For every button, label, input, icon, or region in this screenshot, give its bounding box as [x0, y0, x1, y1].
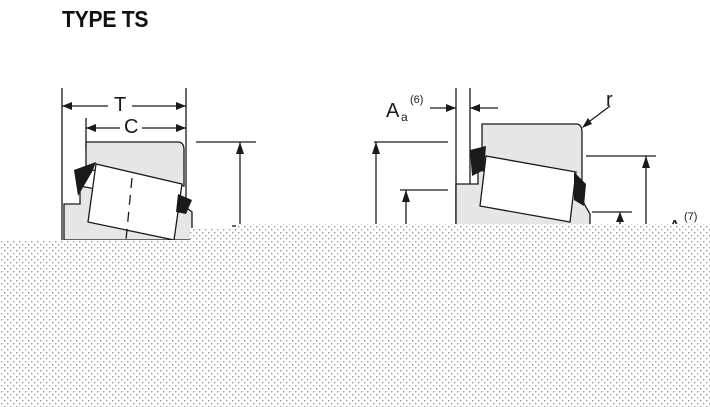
right-bearing-drawing [372, 88, 656, 241]
t-arrow-left [62, 102, 72, 110]
label-r: r [606, 89, 613, 111]
page-title: TYPE TS [62, 6, 149, 32]
t-arrow-right [176, 102, 186, 110]
c-arrow-right [176, 124, 186, 132]
right-cage-upper [470, 146, 486, 176]
label-Aa-note: (6) [410, 94, 423, 106]
left-bearing-drawing [61, 88, 256, 241]
label-Ab-note: (7) [684, 211, 697, 223]
label-C: C [124, 116, 138, 138]
shaft-arrow [402, 190, 410, 202]
label-Aa-subscript: a [401, 110, 408, 124]
r-arrow [582, 118, 592, 128]
left-cage-upper [74, 162, 96, 196]
aa-arrow-right [470, 104, 480, 112]
left-cage-lower [176, 194, 192, 214]
label-T: T [114, 94, 126, 116]
outer-arrow [642, 156, 650, 168]
ab-arrow [616, 212, 624, 222]
label-Aa: A [386, 100, 400, 122]
c-arrow-left [86, 124, 96, 132]
right-roller-shape [479, 155, 577, 223]
aa-arrow-left [446, 104, 456, 112]
left-roller-centerline [125, 177, 133, 241]
right-cage-lower [574, 172, 586, 206]
dot-mask-overlay [0, 224, 710, 407]
housing-arrow [372, 142, 380, 154]
left-height-arrow [236, 142, 244, 154]
